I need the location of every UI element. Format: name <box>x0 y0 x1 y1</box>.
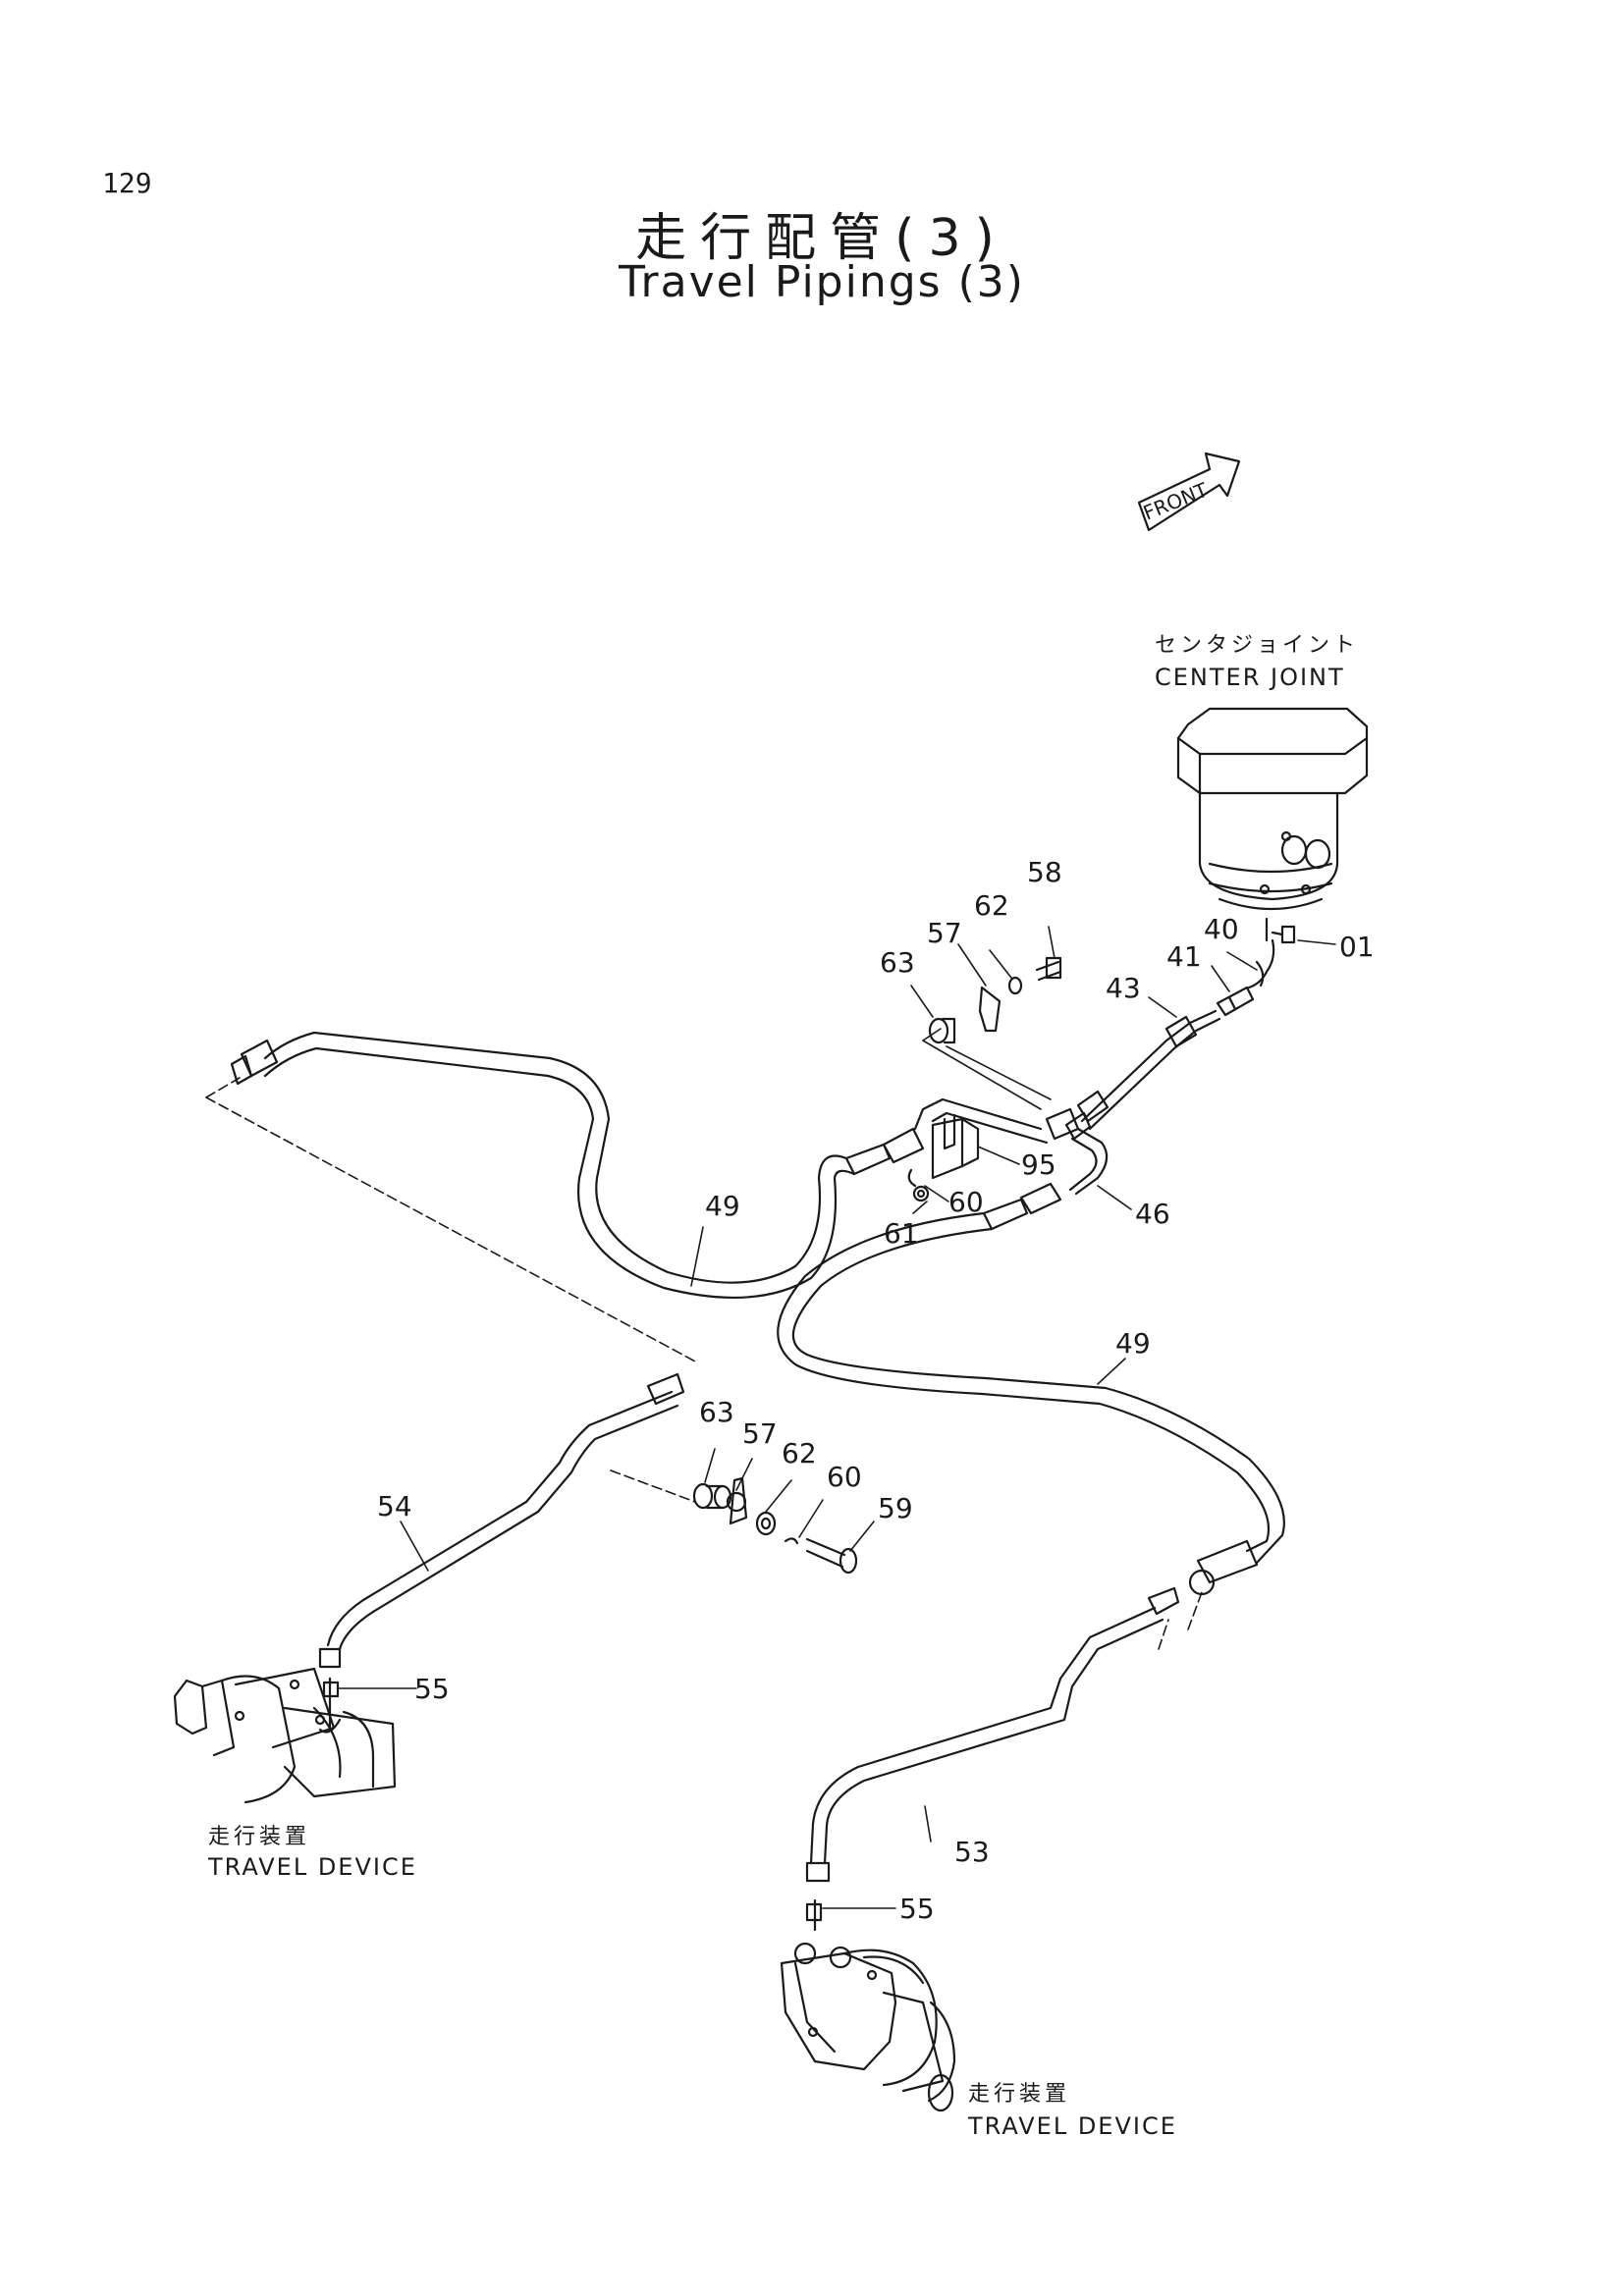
callout-numbers: 58 62 57 63 40 41 01 43 95 60 61 46 49 4… <box>377 856 1375 1925</box>
travel-device-right-label-en: TRAVEL DEVICE <box>967 2112 1177 2140</box>
callout-62-lower: 62 <box>782 1437 817 1469</box>
callout-61: 61 <box>884 1217 919 1250</box>
bracket-95 <box>931 1113 980 1180</box>
callout-60: 60 <box>948 1186 984 1218</box>
fittings-center <box>844 1127 1062 1231</box>
center-joint <box>1176 707 1369 942</box>
callout-46: 46 <box>1135 1198 1170 1230</box>
component-captions: センタジョイント CENTER JOINT 走行装置 TRAVEL DEVICE… <box>207 633 1359 2140</box>
leader-lines <box>205 1077 1203 1650</box>
callout-53: 53 <box>954 1836 990 1868</box>
callout-55-left: 55 <box>414 1673 450 1705</box>
callout-49-lower: 49 <box>1115 1327 1151 1360</box>
callout-54: 54 <box>377 1490 412 1522</box>
fitting-55-left <box>322 1677 417 1710</box>
clamp-assembly-lower <box>692 1476 858 1575</box>
callout-60-lower: 60 <box>827 1461 862 1493</box>
callout-57-lower: 57 <box>742 1417 778 1450</box>
hose-49-lower <box>777 1211 1285 1596</box>
travel-device-left-label-en: TRAVEL DEVICE <box>207 1853 417 1881</box>
page-number: 129 <box>102 167 152 199</box>
callout-41: 41 <box>1166 940 1202 973</box>
callout-leaders <box>400 926 1336 1842</box>
pipe-54 <box>318 1372 685 1669</box>
pipe-53 <box>805 1586 1180 1883</box>
tee-46 <box>913 1097 1109 1196</box>
center-joint-label-jp: センタジョイント <box>1155 633 1359 658</box>
callout-43: 43 <box>1106 972 1141 1004</box>
clamp-assembly-upper <box>928 956 1062 1044</box>
callout-40: 40 <box>1204 913 1239 945</box>
travel-device-right-label-jp: 走行装置 <box>968 2082 1070 2107</box>
callout-55-right: 55 <box>899 1893 935 1925</box>
callout-59: 59 <box>878 1492 913 1524</box>
callout-63-lower: 63 <box>699 1396 734 1428</box>
fitting-adapter-41 <box>1216 986 1255 1017</box>
callout-58: 58 <box>1027 856 1062 888</box>
callout-49-upper: 49 <box>705 1190 740 1222</box>
callout-01: 01 <box>1339 931 1375 963</box>
callout-95: 95 <box>1021 1148 1056 1181</box>
callout-62: 62 <box>974 889 1009 922</box>
hose-49-upper <box>230 1031 856 1299</box>
travel-device-left-label-jp: 走行装置 <box>208 1825 310 1849</box>
fitting-55-right <box>805 1898 896 1932</box>
fitting-elbow-40 <box>1247 925 1296 989</box>
hose-43 <box>1064 1009 1221 1141</box>
travel-device-right <box>780 1942 956 2112</box>
title-english: Travel Pipings (3) <box>619 257 1025 307</box>
callout-63: 63 <box>880 946 915 979</box>
title-japanese: 走行配管(3) <box>635 209 1008 268</box>
front-arrow: FRONT <box>1137 452 1241 532</box>
center-joint-label-en: CENTER JOINT <box>1155 664 1345 691</box>
callout-57: 57 <box>927 917 962 949</box>
leader-lines-solid <box>922 1028 1052 1110</box>
travel-device-left <box>173 1667 397 1804</box>
